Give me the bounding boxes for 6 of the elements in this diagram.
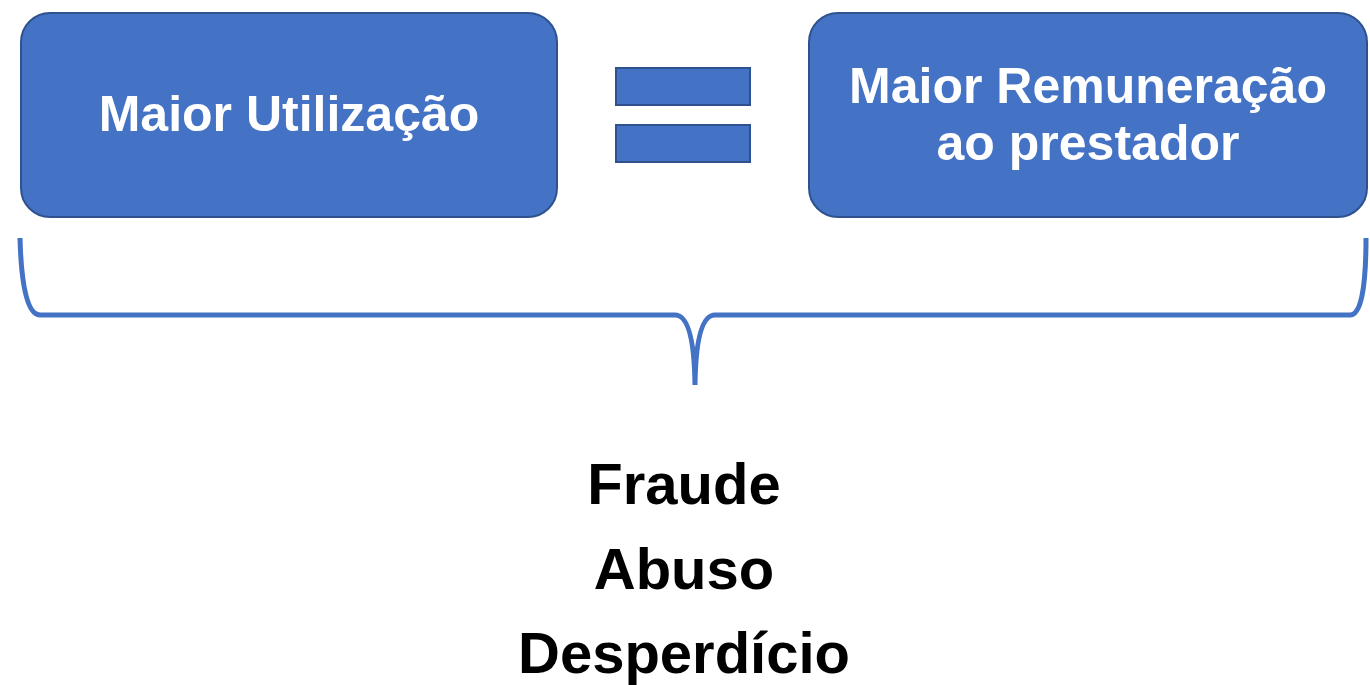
process-box xyxy=(808,12,1368,218)
process-box xyxy=(20,12,558,218)
box-label: Maior Utilização xyxy=(97,86,481,144)
outcome-text: Fraude xyxy=(586,455,782,513)
box-label: Maior Remuneração ao prestador xyxy=(848,57,1328,173)
outcome-text: Abuso xyxy=(592,540,776,598)
